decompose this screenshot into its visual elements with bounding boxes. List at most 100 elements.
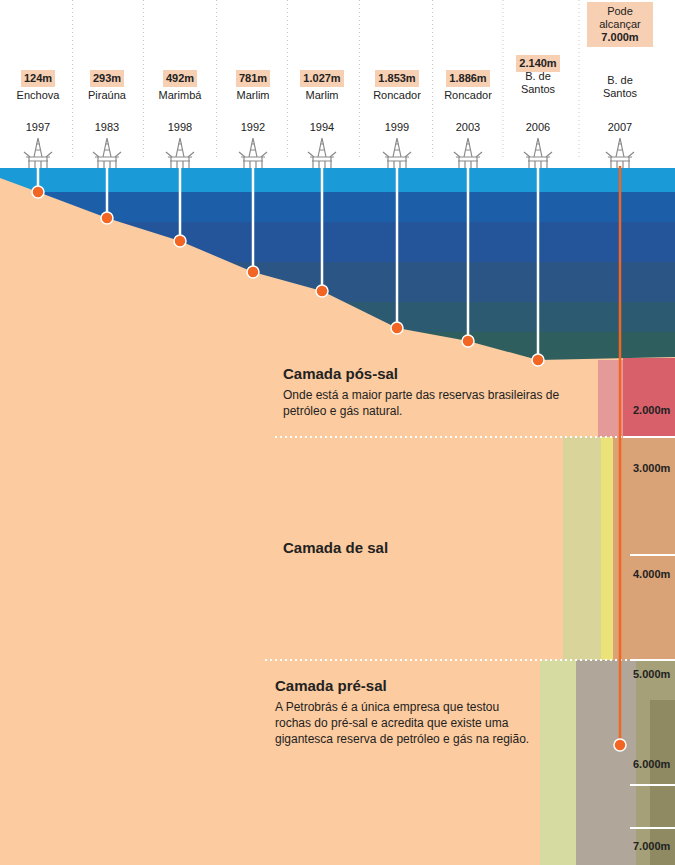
depth-box: 492m [163,70,197,87]
label-text: 2007 [608,121,632,133]
depth-box: 1.853m [375,70,418,87]
well-line [321,166,324,291]
label-text: 1997 [26,121,50,133]
depth-box: 293m [90,70,124,87]
well-dot [316,285,328,297]
label-text: Marimbá [159,89,202,101]
rock-strip [540,660,576,865]
label-text: 2003 [456,121,480,133]
year-label: 1997 [18,121,58,134]
depth-box: 781m [236,70,270,87]
platform-icon [606,138,634,168]
body-text: 7.000m [591,31,649,44]
field-name: Marimbá [149,89,211,102]
label-text: Marlim [306,89,339,101]
well-line [537,166,540,360]
year-label: 1994 [302,121,342,134]
well-line [179,166,182,241]
depth-box: 124m [21,70,55,87]
well-dot [32,186,44,198]
label-text: 2006 [526,121,550,133]
platform-icon [524,138,552,168]
heading-text: 781m [239,72,267,85]
heading-text: 1.886m [449,72,486,85]
well-line [106,166,109,218]
column-separator [216,0,217,160]
year-label: 1983 [87,121,127,134]
heading-text: Camada pré-sal [275,676,537,696]
platform-icon [308,138,336,168]
heading-text: 1.027m [303,72,340,85]
field-name: Roncador [437,89,499,102]
field-name: Piraúna [76,89,138,102]
well-line [396,166,399,328]
wells [32,166,626,751]
field-name: Marlim [222,89,284,102]
label-text: B. de Santos [603,74,637,99]
depth-scale-label: 6.000m [633,758,670,771]
heading-text: Camada pós-sal [283,364,595,384]
well-dot [174,235,186,247]
column-separator [72,0,73,160]
column-separators [73,0,580,160]
column-separator [287,0,288,160]
year-label: 2006 [518,121,558,134]
label-text: B. de Santos [521,70,555,95]
platform-icon [93,138,121,168]
year-label: 2003 [448,121,488,134]
heading-text: 1.853m [378,72,415,85]
depth-scale-label: 5.000m [633,668,670,681]
well-dot [391,322,403,334]
well-line [467,166,470,341]
sea-band [0,168,675,192]
layer-band: Camada pré-salA Petrobrás é a única empr… [275,676,537,747]
well-dot [462,335,474,347]
label-text: 1999 [385,121,409,133]
column-separator [143,0,144,160]
field-name: B. de Santos [597,74,643,100]
layer-band: Camada de sal [283,538,543,561]
heading-text: Pode alcançar [591,5,649,31]
label-text: Roncador [444,89,492,101]
label-text: 1992 [241,121,265,133]
label-text: 1983 [95,121,119,133]
body-text: Onde está a maior parte das reservas bra… [283,387,595,419]
field-name: Marlim [291,89,353,102]
label-text: 3.000m [633,462,670,474]
depth-scale-label: 3.000m [633,462,670,475]
label-text: 1998 [168,121,192,133]
label-text: 6.000m [633,758,670,770]
heading-text: 124m [24,72,52,85]
well-dot [614,739,626,751]
label-text: Enchova [17,89,60,101]
platform-icon [24,138,52,168]
label-text: Piraúna [88,89,126,101]
label-text: Roncador [373,89,421,101]
rock-strip [576,660,636,865]
rock-strip [563,437,601,660]
rock-strip [613,437,675,660]
heading-text: 293m [93,72,121,85]
label-text: 7.000m [633,840,670,852]
platform-icon [239,138,267,168]
depth-ticks [623,437,675,828]
field-name: Roncador [366,89,428,102]
rock-strip [623,358,675,437]
year-label: 1998 [160,121,200,134]
seabed [0,178,675,865]
well-dot [532,354,544,366]
label-text: 5.000m [633,668,670,680]
depth-scale-label: 7.000m [633,840,670,853]
rock-strip [601,437,613,660]
platform-icon [166,138,194,168]
well-line [252,166,255,272]
label-text: 1994 [310,121,334,133]
depth-scale-label: 4.000m [633,568,670,581]
label-text: 2.000m [633,404,670,416]
label-text: 4.000m [633,568,670,580]
depth-box: 1.027m [300,70,343,87]
column-separator [579,0,580,160]
depth-box: 2.140m [516,55,559,72]
layer-boundary [265,659,675,661]
